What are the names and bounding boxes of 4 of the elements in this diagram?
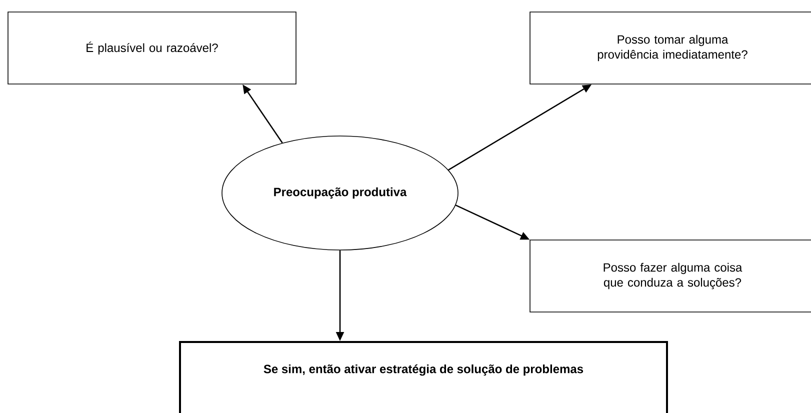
question-box: Posso fazer alguma coisa que conduza a soluções?	[530, 240, 811, 312]
question-box: É plausível ou razoável?	[8, 12, 296, 84]
conclusion-box: Se sim, então ativar estratégia de solução de problemas	[179, 341, 668, 413]
question-box: Posso tomar alguma providência imediatamente?	[530, 12, 811, 84]
